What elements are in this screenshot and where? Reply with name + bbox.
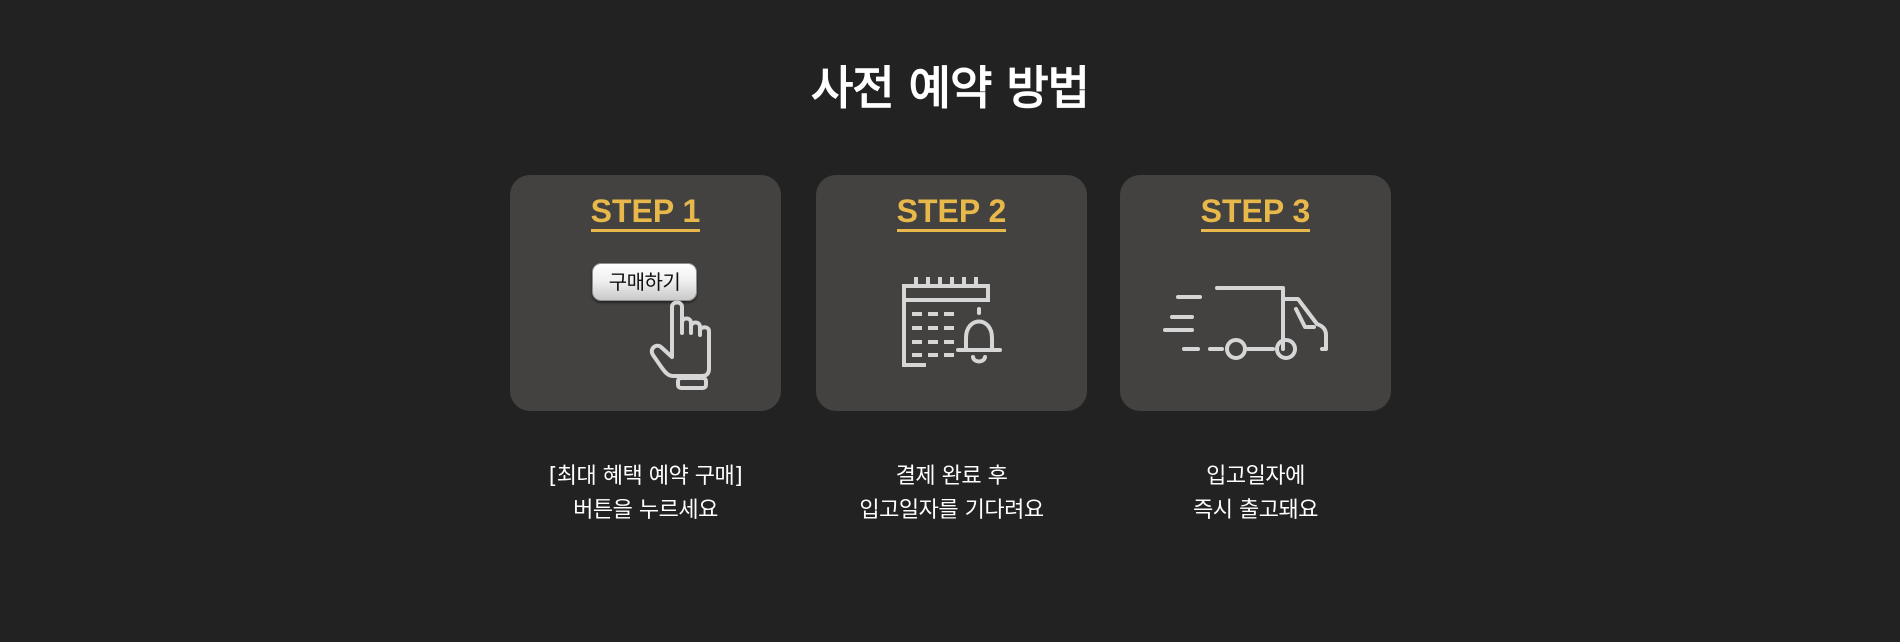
page-title: 사전 예약 방법 bbox=[811, 61, 1090, 115]
step-1-label-text: STEP 1 bbox=[590, 194, 701, 232]
step-1-desc-line-1: [최대 혜택 예약 구매] bbox=[548, 464, 743, 489]
calendar-bell-icon bbox=[902, 277, 1002, 367]
step-3-description: 입고일자에 즉시 출고돼요 bbox=[1120, 460, 1391, 528]
step-2-desc-line-2: 입고일자를 기다려요 bbox=[859, 498, 1044, 523]
step-3-card: STEP 3 bbox=[1120, 175, 1391, 411]
step-3-desc-line-1: 입고일자에 bbox=[1206, 464, 1305, 489]
step-1-label: STEP 1 bbox=[510, 191, 781, 232]
step-2-label: STEP 2 bbox=[816, 191, 1087, 232]
delivery-truck-icon bbox=[1163, 286, 1328, 360]
step-3-desc-line-2: 즉시 출고돼요 bbox=[1193, 498, 1318, 523]
step-2-label-text: STEP 2 bbox=[896, 194, 1007, 232]
pointing-hand-icon bbox=[649, 300, 711, 390]
step-3-label-text: STEP 3 bbox=[1200, 194, 1311, 232]
steps-container: STEP 1 구매하기 [최대 혜택 예약 구매] 버튼을 누르세요 STEP … bbox=[510, 175, 1391, 535]
step-1-desc-line-2: 버튼을 누르세요 bbox=[573, 498, 718, 523]
step-2-card: STEP 2 bbox=[816, 175, 1087, 411]
step-1-card: STEP 1 구매하기 bbox=[510, 175, 781, 411]
step-3: STEP 3 bbox=[1120, 175, 1391, 528]
step-1-description: [최대 혜택 예약 구매] 버튼을 누르세요 bbox=[510, 460, 781, 528]
step-1: STEP 1 구매하기 [최대 혜택 예약 구매] 버튼을 누르세요 bbox=[510, 175, 781, 528]
step-2: STEP 2 bbox=[816, 175, 1087, 528]
step-3-label: STEP 3 bbox=[1120, 191, 1391, 232]
step-2-description: 결제 완료 후 입고일자를 기다려요 bbox=[816, 460, 1087, 528]
step-2-desc-line-1: 결제 완료 후 bbox=[895, 464, 1008, 489]
buy-button[interactable]: 구매하기 bbox=[592, 263, 697, 301]
